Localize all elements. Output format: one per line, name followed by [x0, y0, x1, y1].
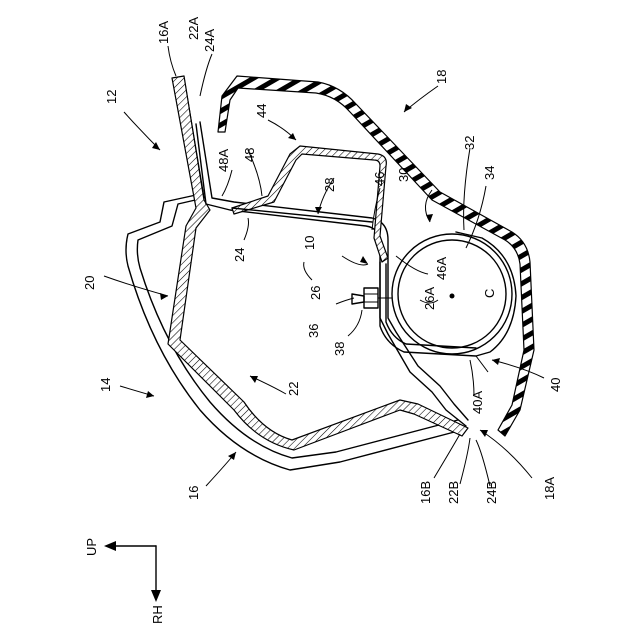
label-24B: 24B [484, 481, 499, 504]
label-48A: 48A [216, 149, 231, 172]
label-30: 30 [396, 168, 411, 182]
orientation-indicator: UP RH [84, 538, 165, 624]
label-22A: 22A [186, 17, 201, 40]
label-40: 40 [548, 378, 563, 392]
label-38: 38 [332, 342, 347, 356]
label-26: 26 [308, 286, 323, 300]
label-20: 20 [82, 276, 97, 290]
label-22B: 22B [446, 481, 461, 504]
label-32: 32 [462, 136, 477, 150]
label-18: 18 [434, 70, 449, 84]
label-C: C [482, 289, 497, 298]
label-14: 14 [98, 378, 113, 392]
label-26A: 26A [422, 287, 437, 310]
label-12: 12 [104, 90, 119, 104]
label-28: 28 [322, 178, 337, 192]
up-arrow-icon [104, 541, 116, 551]
label-24: 24 [232, 248, 247, 262]
center-point [450, 294, 455, 299]
garnish-18 [218, 76, 534, 436]
label-16: 16 [186, 486, 201, 500]
label-44: 44 [254, 104, 269, 118]
label-36: 36 [306, 324, 321, 338]
label-16B: 16B [418, 481, 433, 504]
label-48: 48 [242, 148, 257, 162]
label-40A: 40A [470, 391, 485, 414]
label-24A: 24A [202, 29, 217, 52]
leader-arrowheads [146, 104, 500, 460]
label-46A: 46A [434, 257, 449, 280]
label-34: 34 [482, 166, 497, 180]
inner-panel-22 [168, 76, 468, 450]
label-rh: RH [150, 605, 165, 624]
label-22: 22 [286, 382, 301, 396]
leader-lines [104, 46, 544, 486]
label-46: 46 [372, 172, 387, 186]
label-16A: 16A [156, 21, 171, 44]
label-up: UP [84, 538, 99, 556]
rh-arrow-icon [151, 590, 161, 602]
label-18A: 18A [542, 477, 557, 500]
label-10: 10 [302, 236, 317, 250]
